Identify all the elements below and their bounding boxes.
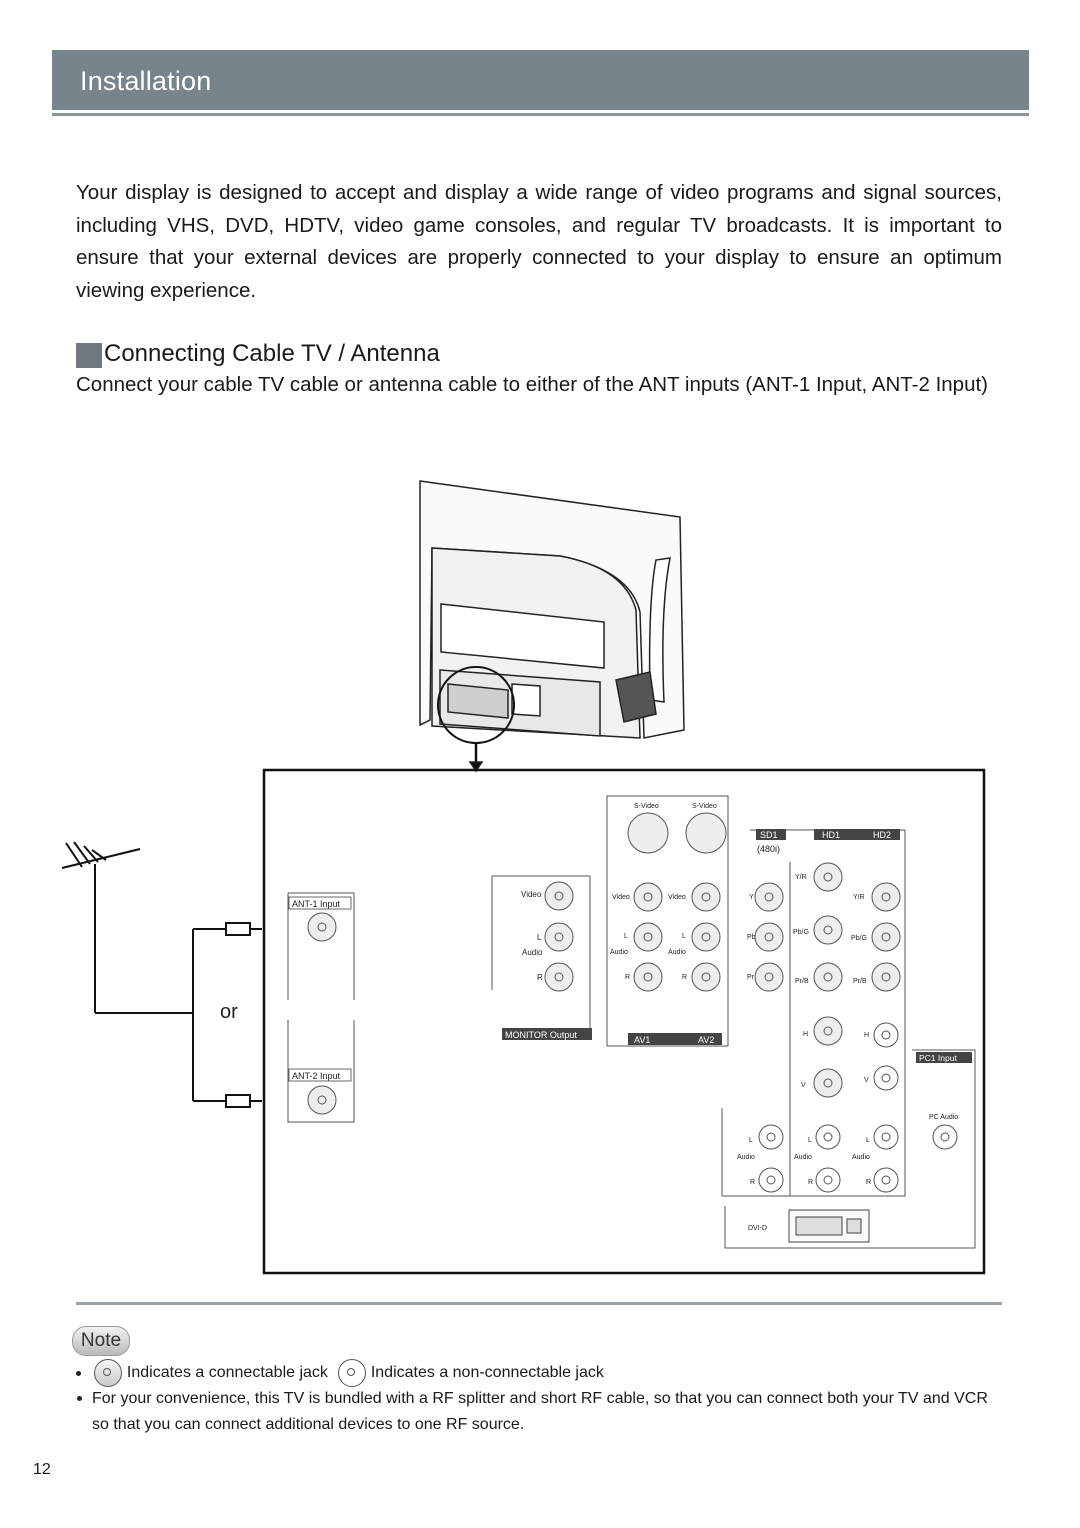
- pc-audio-label: PC Audio: [929, 1114, 958, 1121]
- av1-label: AV1: [634, 1035, 650, 1045]
- av2-audio-label: Audio: [668, 949, 686, 956]
- note-bundled-text: For your convenience, this TV is bundled…: [92, 1390, 988, 1433]
- hd1-pbg-label: Pb/G: [793, 929, 809, 936]
- ant1-label: ANT-1 Input: [292, 899, 341, 909]
- hd2-audio-r-label: R: [866, 1179, 871, 1186]
- monitor-video-label: Video: [521, 890, 542, 899]
- pc1-input-label: PC1 Input: [919, 1053, 957, 1063]
- sd-pr-label: Pr: [747, 974, 755, 981]
- av2-r-label: R: [682, 974, 687, 981]
- hd1-v-label: V: [801, 1082, 806, 1089]
- hd1-h-label: H: [803, 1031, 808, 1038]
- dvi-d-connector: [788, 1209, 870, 1243]
- sd-480i-label: (480i): [757, 844, 780, 854]
- sd-audio-l-label: L: [749, 1137, 753, 1144]
- rear-panel-frame: [262, 768, 986, 1275]
- non-connectable-jack-icon: [338, 1359, 367, 1387]
- connectable-jack-icon: [94, 1359, 123, 1387]
- header-rule: [52, 113, 1029, 116]
- non-connectable-text: Indicates a non-connectable jack: [370, 1364, 604, 1382]
- sd-audio-label: Audio: [737, 1154, 755, 1161]
- hd2-label: HD2: [873, 830, 891, 840]
- antenna-icon: [61, 841, 262, 1108]
- av1-video-label: Video: [612, 894, 630, 901]
- pc-v-label: V: [864, 1077, 869, 1084]
- monitor-audio-label: Audio: [522, 948, 543, 957]
- av2-svideo-label: S-Video: [692, 803, 717, 810]
- note-jack-legend: Indicates a connectable jack Indicates a…: [76, 1359, 604, 1387]
- av1-l-label: L: [624, 933, 628, 940]
- av2-video-label: Video: [668, 894, 686, 901]
- monitor-r-label: R: [537, 973, 543, 982]
- av1-svideo-label: S-Video: [634, 803, 659, 810]
- connection-diagram: or ANT-1 Input ANT-2 Input Video L Audio…: [61, 480, 986, 1275]
- monitor-output-group: [491, 875, 591, 1040]
- hd1-yr-label: Y/R: [795, 874, 807, 881]
- section-body: Connect your cable TV cable or antenna c…: [76, 373, 989, 396]
- hd2-prb-label: Pr/B: [853, 978, 867, 985]
- page-number: 12: [33, 1461, 51, 1478]
- connectable-text: Indicates a connectable jack: [126, 1364, 328, 1382]
- hd1-prb-label: Pr/B: [795, 978, 809, 985]
- hd1-audio-r-label: R: [808, 1179, 813, 1186]
- monitor-l-label: L: [537, 933, 542, 942]
- tv-rear-illustration: [419, 480, 685, 773]
- intro-paragraph: Your display is designed to accept and d…: [76, 181, 1002, 302]
- hd2-audio-l-label: L: [866, 1137, 870, 1144]
- section-title: Connecting Cable TV / Antenna: [104, 340, 440, 367]
- sd-audio-r-label: R: [750, 1179, 755, 1186]
- dvi-d-label: DVI-D: [748, 1225, 767, 1232]
- header-bar: [52, 50, 1029, 110]
- or-label: or: [220, 1001, 238, 1023]
- footer-rule: [76, 1302, 1002, 1305]
- sd1-label: SD1: [760, 830, 778, 840]
- ant-inputs: [287, 892, 355, 1123]
- av2-l-label: L: [682, 933, 686, 940]
- pc-h-label: H: [864, 1032, 869, 1039]
- hd2-pbg-label: Pb/G: [851, 935, 867, 942]
- hd1-audio-l-label: L: [808, 1137, 812, 1144]
- hd2-audio-label: Audio: [852, 1154, 870, 1161]
- av-group: [606, 795, 729, 1047]
- monitor-output-label: MONITOR Output: [505, 1030, 577, 1040]
- hd1-audio-label: Audio: [794, 1154, 812, 1161]
- sd-y-label: Y: [749, 894, 754, 901]
- bullet-icon: [77, 1396, 82, 1401]
- page-title: Installation: [80, 66, 212, 96]
- av1-audio-label: Audio: [610, 949, 628, 956]
- hd1-label: HD1: [822, 830, 840, 840]
- bullet-icon: [76, 1370, 81, 1376]
- av1-r-label: R: [625, 974, 630, 981]
- section-marker: [76, 343, 102, 368]
- note-badge: Note: [72, 1326, 130, 1356]
- ant2-label: ANT-2 Input: [292, 1071, 341, 1081]
- av2-label: AV2: [698, 1035, 714, 1045]
- sd-pb-label: Pb: [747, 934, 756, 941]
- hd2-yr-label: Y/R: [853, 894, 865, 901]
- component-group: [721, 829, 976, 1249]
